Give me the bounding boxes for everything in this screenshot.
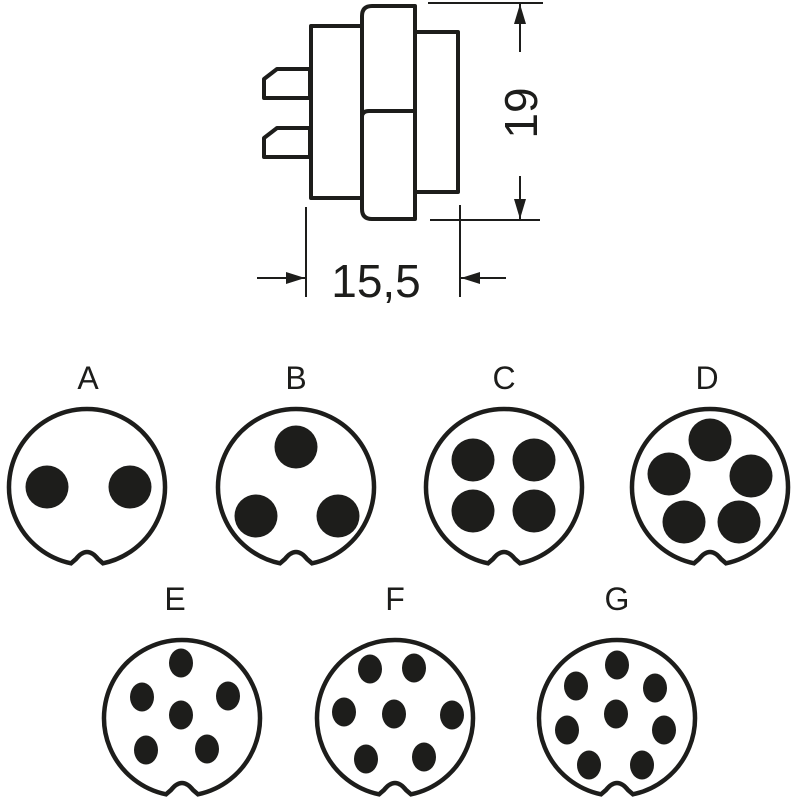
connector-f: [317, 640, 473, 794]
connector-label-b: B: [285, 360, 306, 396]
connector-label-d: D: [695, 360, 718, 396]
pin-icon: [25, 465, 152, 509]
connector-label-e: E: [164, 581, 185, 617]
connector-b: [218, 409, 374, 563]
pin-icon: [332, 653, 464, 774]
width-dimension: [257, 205, 506, 297]
width-dimension-label: 15,5: [331, 255, 421, 307]
front-body: [413, 30, 460, 194]
connector-side-view: [262, 4, 460, 221]
connector-d: [632, 409, 788, 563]
connector-label-f: F: [385, 581, 405, 617]
height-dimension-label: 19: [495, 87, 547, 138]
height-dimension: [428, 2, 543, 221]
solder-tab-upper: [262, 67, 312, 100]
connector-g: [539, 640, 695, 794]
connector-label-c: C: [492, 360, 515, 396]
solder-tab-lower: [262, 126, 312, 159]
pin-icon: [451, 438, 556, 533]
connector-c: [426, 409, 582, 563]
hex-nut-divider: [360, 109, 415, 118]
pin-icon: [555, 650, 676, 780]
connector-a: [9, 409, 165, 563]
connector-label-g: G: [605, 581, 630, 617]
pin-icon: [234, 425, 360, 538]
connector-e: [104, 640, 260, 794]
pin-icon: [647, 418, 773, 544]
pin-icon: [130, 648, 240, 765]
connector-label-a: A: [77, 360, 99, 396]
rear-body: [309, 24, 365, 200]
